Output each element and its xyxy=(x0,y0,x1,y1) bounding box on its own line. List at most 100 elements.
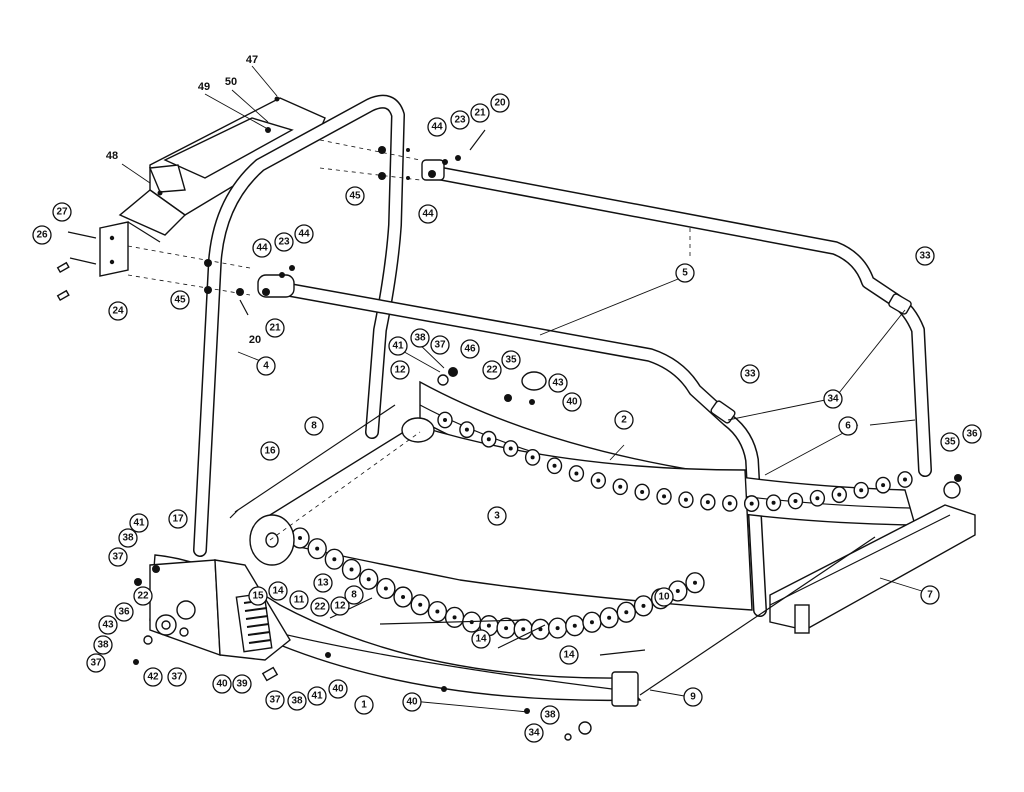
callout-number: 7 xyxy=(927,590,933,601)
callout-number: 1 xyxy=(361,700,367,711)
roller-axle xyxy=(596,478,601,483)
callout-number: 22 xyxy=(486,365,498,376)
roller-axle xyxy=(793,498,798,503)
callout-38c: 38 xyxy=(93,635,113,655)
callout-circle xyxy=(268,581,288,601)
callout-number: 26 xyxy=(36,230,48,241)
roller-axle xyxy=(508,446,513,451)
callout-45b: 45 xyxy=(170,290,190,310)
callout-37e: 37 xyxy=(265,690,285,710)
roller-axle xyxy=(618,484,623,489)
callout-circle xyxy=(108,547,128,567)
callout-number: 38 xyxy=(291,696,303,707)
roller-axle xyxy=(572,623,577,628)
callout-circle xyxy=(330,596,350,616)
callout-33b: 33 xyxy=(740,364,760,384)
callout-number: 14 xyxy=(563,650,575,661)
callout-number: 2 xyxy=(621,415,627,426)
roller-axle xyxy=(675,588,680,593)
callout-circle xyxy=(838,416,858,436)
callout-44d: 44 xyxy=(294,224,314,244)
console-hardware xyxy=(56,231,97,302)
roller-axle xyxy=(693,580,697,585)
callout-circle xyxy=(344,585,364,605)
callout-number: 17 xyxy=(172,514,184,525)
callout-20a: 20 xyxy=(490,93,510,113)
callout-9: 9 xyxy=(683,687,703,707)
callout-circle xyxy=(260,441,280,461)
callout-1: 1 xyxy=(354,695,374,715)
callout-7: 7 xyxy=(920,585,940,605)
roller-axle xyxy=(504,626,509,631)
callout-number: 47 xyxy=(246,54,258,66)
callout-circle xyxy=(740,364,760,384)
callout-21a: 21 xyxy=(470,103,490,123)
callout-number: 39 xyxy=(236,679,248,690)
support-rods xyxy=(229,404,876,696)
roller-axle xyxy=(881,483,886,488)
callout-14a: 14 xyxy=(268,581,288,601)
callout-number: 5 xyxy=(682,268,688,279)
roller-axle xyxy=(366,577,371,582)
roller-axle xyxy=(552,463,557,468)
callout-number: 27 xyxy=(56,207,68,218)
callout-number: 11 xyxy=(294,595,305,606)
callout-circle xyxy=(823,389,843,409)
roller-axle xyxy=(315,546,320,551)
leader-lines xyxy=(121,65,926,713)
roller-axle xyxy=(662,494,667,499)
callout-44c: 44 xyxy=(252,238,272,258)
callout-22a: 22 xyxy=(482,360,502,380)
callout-37d: 37 xyxy=(167,667,187,687)
callout-15: 15 xyxy=(248,586,268,606)
callout-number: 41 xyxy=(311,691,323,702)
callout-41a: 41 xyxy=(388,336,408,356)
callout-number: 38 xyxy=(544,710,556,721)
callout-34: 34 xyxy=(823,389,843,409)
callout-36b: 36 xyxy=(114,602,134,622)
callout-circle xyxy=(390,360,410,380)
callout-number: 50 xyxy=(225,76,237,88)
callout-17: 17 xyxy=(168,509,188,529)
callout-number: 33 xyxy=(744,369,756,380)
callout-circle xyxy=(460,339,480,359)
callout-number: 36 xyxy=(118,607,130,618)
callout-number: 12 xyxy=(334,601,346,612)
callout-number: 40 xyxy=(216,679,228,690)
callout-circle xyxy=(313,573,333,593)
callout-number: 33 xyxy=(919,251,931,262)
callout-circle xyxy=(168,509,188,529)
callout-circle xyxy=(962,424,982,444)
callout-circle xyxy=(212,674,232,694)
callout-27: 27 xyxy=(52,202,72,222)
callout-circle xyxy=(654,587,674,607)
callout-22c: 22 xyxy=(310,597,330,617)
callout-circle xyxy=(252,238,272,258)
roller-axle xyxy=(530,455,535,460)
roller-axle xyxy=(332,557,337,562)
callout-circle xyxy=(129,513,149,533)
callout-circle xyxy=(345,186,365,206)
callout-circle xyxy=(304,416,324,436)
callout-22b: 22 xyxy=(133,586,153,606)
callout-41b: 41 xyxy=(129,513,149,533)
callout-3: 3 xyxy=(487,506,507,526)
callout-circle xyxy=(32,225,52,245)
callout-8b: 8 xyxy=(344,585,364,605)
callout-number: 48 xyxy=(106,150,118,162)
callout-number: 41 xyxy=(133,518,145,529)
callout-circle xyxy=(93,635,113,655)
callout-circle xyxy=(915,246,935,266)
callout-42: 42 xyxy=(143,667,163,687)
callout-number: 12 xyxy=(394,365,406,376)
callout-39: 39 xyxy=(232,674,252,694)
callout-number: 14 xyxy=(475,634,487,645)
callout-number: 36 xyxy=(966,429,978,440)
callout-number: 42 xyxy=(147,672,159,683)
callout-43b: 43 xyxy=(98,615,118,635)
callout-number: 15 xyxy=(252,591,264,602)
roller-axle xyxy=(589,620,594,625)
callout-circle xyxy=(427,117,447,137)
roller-axle xyxy=(401,595,406,600)
